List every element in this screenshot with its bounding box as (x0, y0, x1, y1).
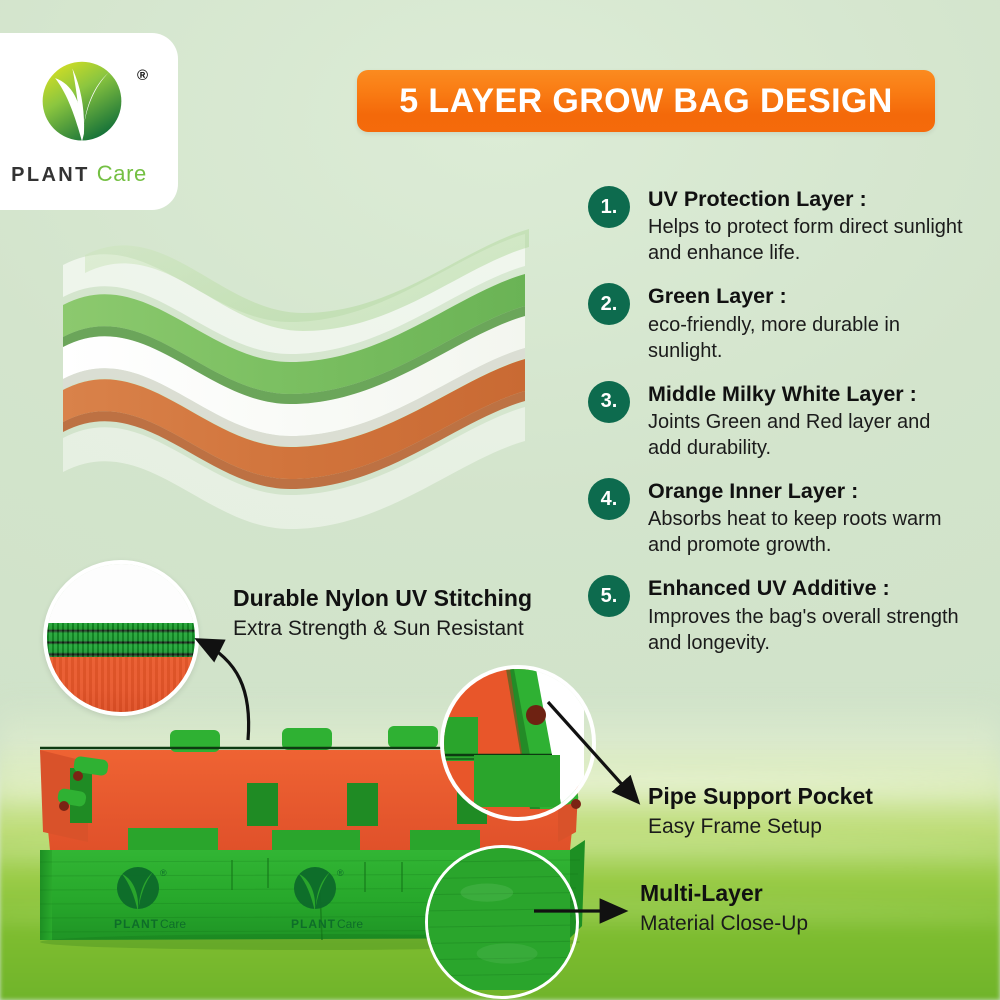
brand-wordmark: PLANT Care (11, 161, 147, 187)
printed-bag-logo: PLANT Care ® (114, 867, 186, 931)
feature-description: Absorbs heat to keep roots warm and prom… (648, 508, 942, 557)
registered-trademark-icon: ® (136, 66, 148, 84)
layer-4-orange-inner (63, 359, 525, 489)
list-number-badge: 1. (588, 186, 630, 228)
stitch-orange-fabric (47, 657, 195, 712)
brand-logo-card: ® PLANT Care (0, 33, 178, 210)
feature-title: UV Protection Layer : (648, 187, 867, 211)
list-number-badge: 3. (588, 380, 630, 423)
annotation-multi-layer: Multi-Layer Material Close-Up (640, 880, 808, 937)
feature-title: Orange Inner Layer : (648, 479, 859, 504)
layer-5-uv-additive (63, 407, 525, 529)
annotation-title: Durable Nylon UV Stitching (233, 585, 533, 611)
stitching-zoom-circle (43, 560, 199, 716)
list-item: 3. Middle Milky White Layer : Joints Gre… (588, 380, 968, 461)
list-item: 5. Enhanced UV Additive : Improves the b… (588, 575, 968, 655)
annotation-subtitle: Easy Frame Setup (648, 814, 822, 838)
feature-description: Joints Green and Red layer and add durab… (648, 411, 931, 460)
layer-1-uv-protection (63, 229, 529, 354)
list-item: 4. Orange Inner Layer : Absorbs heat to … (588, 478, 968, 558)
svg-text:Care: Care (160, 917, 186, 931)
feature-list: 1. UV Protection Layer : Helps to protec… (588, 186, 968, 673)
page-title: 5 LAYER GROW BAG DESIGN (399, 81, 893, 120)
annotation-stitching: Durable Nylon UV Stitching Extra Strengt… (233, 585, 532, 642)
list-number-badge: 5. (588, 575, 630, 618)
svg-text:®: ® (160, 868, 167, 878)
feature-title: Enhanced UV Additive : (648, 576, 890, 601)
leaf-circle-logo-icon: ® (34, 57, 148, 153)
annotation-pipe-pocket: Pipe Support Pocket Easy Frame Setup (648, 783, 873, 840)
brand-name-bold: PLANT (11, 163, 90, 186)
svg-text:PLANT: PLANT (114, 917, 159, 931)
multi-layer-zoom-circle (425, 845, 579, 999)
annotation-subtitle: Extra Strength & Sun Resistant (233, 616, 524, 640)
list-number-badge: 4. (588, 478, 630, 521)
printed-bag-logo: PLANT Care ® (291, 867, 363, 931)
pipe-pocket-zoom-circle (440, 665, 596, 821)
svg-text:PLANT: PLANT (291, 917, 336, 931)
feature-description: eco-friendly, more durable in sunlight. (648, 313, 900, 362)
five-layer-stack-illustration (55, 195, 575, 540)
feature-title: Green Layer : (648, 284, 787, 309)
svg-text:Care: Care (337, 917, 363, 931)
stitch-white-fabric (47, 564, 195, 624)
brand-name-light: Care (96, 160, 147, 186)
stitch-green-band (47, 623, 195, 658)
annotation-subtitle: Material Close-Up (640, 911, 809, 935)
annotation-title: Pipe Support Pocket (648, 783, 873, 809)
title-banner: 5 LAYER GROW BAG DESIGN (357, 70, 935, 132)
layer-3-milky-white (63, 316, 525, 446)
annotation-title: Multi-Layer (640, 880, 763, 906)
feature-title: Middle Milky White Layer : (648, 381, 917, 406)
feature-description: Helps to protect form direct sunlight an… (648, 216, 963, 265)
list-number-badge: 2. (588, 283, 630, 326)
feature-description: Improves the bag's overall strength and … (648, 605, 959, 654)
list-item: 2. Green Layer : eco-friendly, more dura… (588, 283, 968, 363)
layer-2-green (63, 274, 525, 404)
list-item: 1. UV Protection Layer : Helps to protec… (588, 186, 968, 266)
svg-text:®: ® (337, 868, 344, 878)
